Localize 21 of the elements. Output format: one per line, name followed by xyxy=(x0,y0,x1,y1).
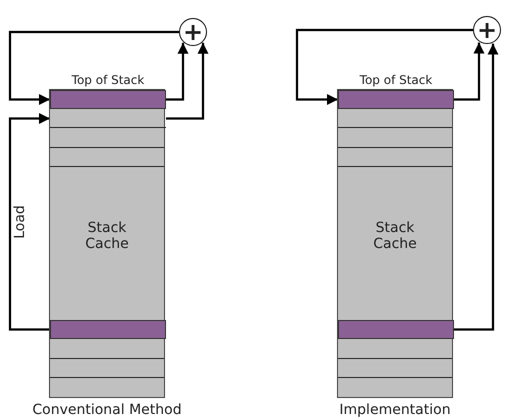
arrow xyxy=(454,44,498,331)
panel-caption: Implementation xyxy=(338,402,452,418)
arrow xyxy=(166,42,208,120)
panel-caption: Conventional Method xyxy=(31,402,183,418)
register-bar xyxy=(338,90,454,109)
register-bar xyxy=(338,320,454,339)
arrow xyxy=(8,113,50,331)
register-heading: Top of Stack xyxy=(70,73,146,87)
register-bar xyxy=(50,320,166,339)
stack-label: Stack Cache xyxy=(84,220,130,252)
arrow xyxy=(454,42,484,101)
adder-circle: + xyxy=(473,16,501,44)
stack-label: Stack Cache xyxy=(372,220,418,252)
stack-cache-column xyxy=(337,89,453,398)
arrow xyxy=(296,28,473,105)
arrow xyxy=(166,42,188,101)
adder-circle: + xyxy=(179,18,207,46)
arrow xyxy=(8,30,179,105)
register-heading: Top of Stack xyxy=(358,73,434,87)
stack-cache-column xyxy=(49,89,165,398)
register-bar xyxy=(50,90,166,109)
